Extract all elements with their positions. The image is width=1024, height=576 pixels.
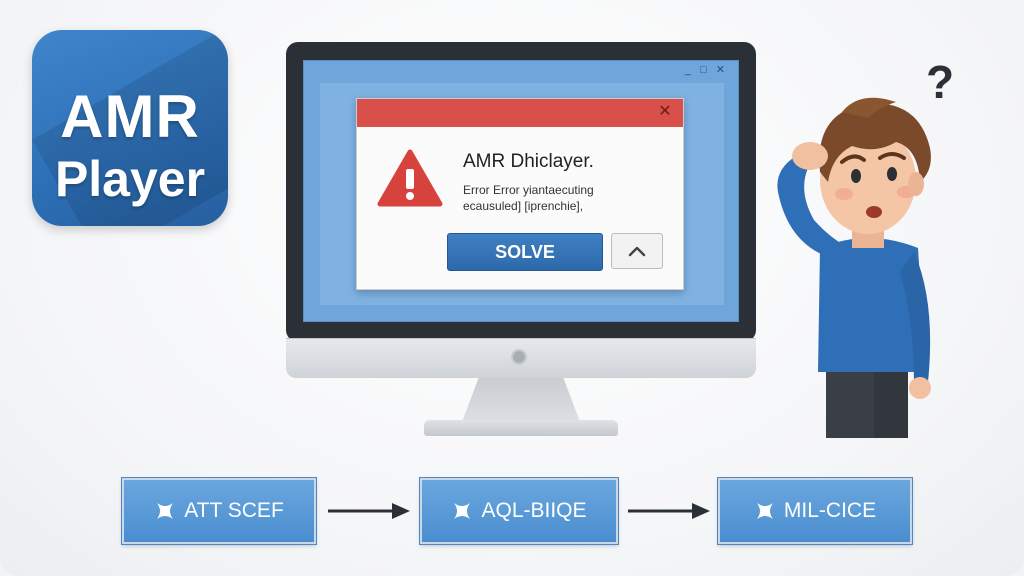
window-controls[interactable]: _ □ ✕ <box>684 64 728 76</box>
monitor-base <box>424 420 618 436</box>
app-icon-line1: AMR <box>60 83 200 150</box>
x-icon <box>157 503 174 519</box>
dialog-message-line2: ecausuled] [iprenchie], <box>463 199 584 213</box>
power-button-icon[interactable] <box>511 349 527 365</box>
flow-step-1-label: ATT SCEF <box>184 499 284 522</box>
x-icon <box>454 503 471 519</box>
flow-step-3[interactable]: MIL-CICE <box>718 478 912 544</box>
flow-step-2[interactable]: AQL-BIIQE <box>420 478 618 544</box>
error-dialog: ✕ AMR Dhiclayer. Error Error yiantaecuti… <box>356 98 684 290</box>
chevron-up-icon <box>628 246 646 257</box>
monitor-chin <box>286 338 756 378</box>
dialog-titlebar: ✕ <box>357 99 683 127</box>
flow-step-1[interactable]: ATT SCEF <box>122 478 316 544</box>
x-icon <box>756 503 773 519</box>
flow-step-3-label: MIL-CICE <box>783 499 877 522</box>
flow-step-2-label: AQL-BIIQE <box>481 499 587 522</box>
monitor-neck <box>462 378 580 422</box>
warning-icon <box>377 149 443 207</box>
confused-person-illustration: ? <box>777 56 954 438</box>
expand-button[interactable] <box>611 233 663 269</box>
solve-button[interactable]: SOLVE <box>447 233 603 271</box>
close-icon[interactable]: ✕ <box>658 103 672 120</box>
dialog-title: AMR Dhiclayer. <box>463 151 594 172</box>
question-mark: ? <box>926 56 954 108</box>
amr-player-app-icon[interactable]: AMR Player <box>32 30 228 226</box>
app-icon-line2: Player <box>54 151 206 207</box>
arrow-right-icon <box>628 503 710 519</box>
dialog-message-line1: Error Error yiantaecuting <box>463 183 594 197</box>
arrow-right-icon <box>328 503 410 519</box>
